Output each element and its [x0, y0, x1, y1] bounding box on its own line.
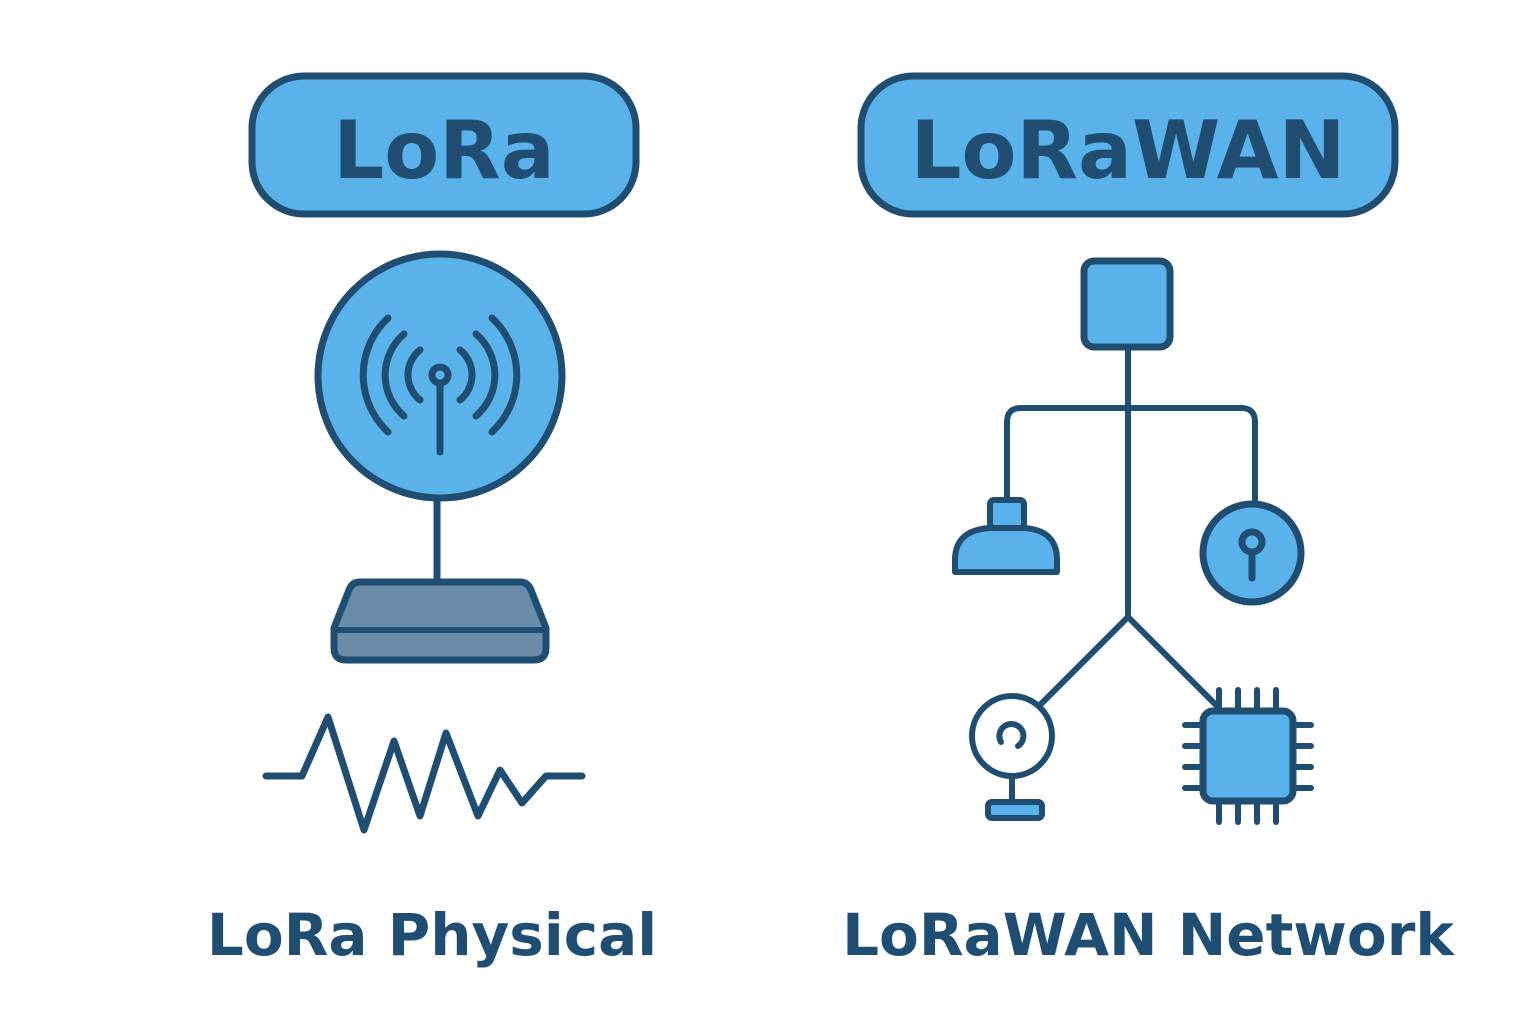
chirp-waveform-icon [262, 713, 586, 834]
lamp-icon [952, 497, 1060, 575]
radio-signal-icon [314, 250, 566, 502]
webcam-icon [969, 693, 1055, 821]
network-links [1004, 343, 1258, 708]
lora-caption: LoRa Physical [207, 901, 657, 969]
microchip-icon [1182, 687, 1314, 825]
left-panel: LoRa LoRa Physical [207, 72, 657, 969]
lorawan-caption: LoRaWAN Network [842, 901, 1455, 969]
gateway-base-icon [330, 578, 550, 664]
lock-sensor-icon [1199, 500, 1305, 606]
right-panel: LoRaWAN [842, 72, 1455, 969]
lorawan-pill-label: LoRaWAN [910, 104, 1345, 197]
lora-pill: LoRa [248, 72, 640, 218]
lorawan-pill: LoRaWAN [857, 72, 1399, 218]
network-server-icon [1080, 257, 1174, 351]
lora-pill-label: LoRa [333, 104, 555, 197]
